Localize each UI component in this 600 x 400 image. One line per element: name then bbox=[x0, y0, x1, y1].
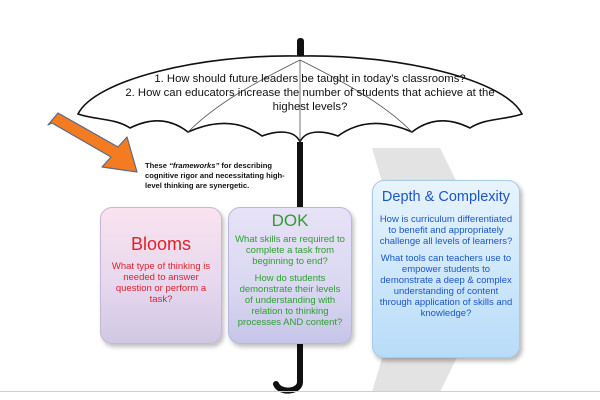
question-2: 2. How can educators increase the number… bbox=[125, 87, 495, 113]
dok-title: DOK bbox=[271, 211, 309, 230]
bottom-divider bbox=[0, 391, 600, 392]
umbrella-questions: 1. How should future leaders be taught i… bbox=[120, 72, 500, 114]
depth-complexity-text-1: How is curriculum differentiated to bene… bbox=[379, 214, 513, 247]
dok-text-1: What skills are required to complete a t… bbox=[235, 234, 345, 267]
note-emphasis: “frameworks” bbox=[169, 161, 220, 170]
blooms-text: What type of thinking is needed to answe… bbox=[111, 261, 211, 305]
dok-box: DOK What skills are required to complete… bbox=[228, 207, 352, 344]
orange-arrow bbox=[47, 112, 138, 173]
umbrella-handle bbox=[273, 373, 303, 394]
depth-complexity-title: Depth & Complexity bbox=[381, 189, 511, 205]
frameworks-note: These “frameworks” for describing cognit… bbox=[145, 161, 293, 191]
umbrella-ribs bbox=[187, 59, 413, 142]
depth-complexity-box: Depth & Complexity How is curriculum dif… bbox=[372, 180, 520, 358]
depth-complexity-text-2: What tools can teachers use to empower s… bbox=[379, 253, 513, 319]
blooms-title: Blooms bbox=[130, 234, 192, 254]
blooms-box: Blooms What type of thinking is needed t… bbox=[100, 207, 222, 344]
question-1: 1. How should future leaders be taught i… bbox=[154, 73, 466, 85]
dok-text-2: How do students demonstrate their levels… bbox=[237, 273, 343, 328]
note-prefix: These bbox=[145, 161, 170, 170]
note-suffix: for describing cognitive rigor and neces… bbox=[145, 161, 285, 190]
